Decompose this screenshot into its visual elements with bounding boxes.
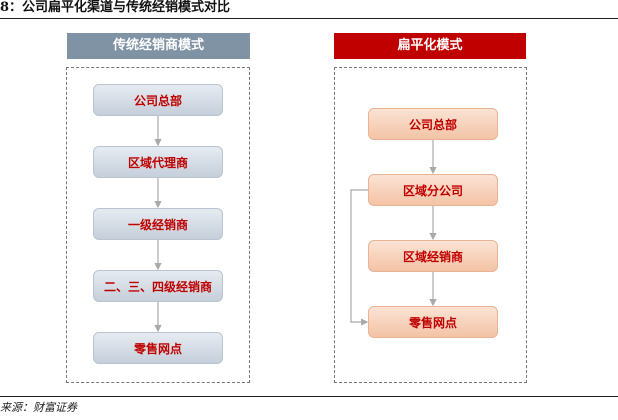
flat-node-regional-branch: 区域分公司 — [368, 174, 498, 206]
flat-node-regional-dealer: 区域经销商 — [368, 240, 498, 272]
flat-model-header: 扁平化模式 — [334, 33, 526, 59]
flat-model-frame — [334, 67, 527, 383]
traditional-node-headquarters: 公司总部 — [93, 84, 223, 116]
traditional-model-frame — [66, 67, 250, 383]
traditional-node-lower-level-dealers: 二、三、四级经销商 — [93, 270, 223, 302]
top-rule — [0, 18, 618, 19]
figure-title: 8：公司扁平化渠道与传统经销模式对比 — [0, 0, 231, 15]
traditional-model-header: 传统经销商模式 — [67, 33, 250, 59]
traditional-node-retail-outlets: 零售网点 — [93, 332, 223, 364]
traditional-node-first-level-dealer: 一级经销商 — [93, 208, 223, 240]
bottom-rule — [0, 396, 618, 397]
flat-node-headquarters: 公司总部 — [368, 108, 498, 140]
flat-node-retail-outlets: 零售网点 — [368, 306, 498, 338]
figure-source: 来源：财富证券 — [0, 401, 77, 414]
traditional-node-regional-agent: 区域代理商 — [93, 146, 223, 178]
